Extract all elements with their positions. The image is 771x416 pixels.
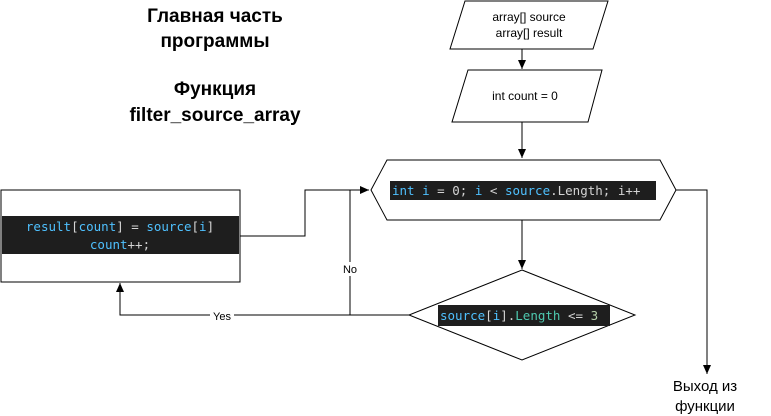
- edge-yes-label: Yes: [213, 311, 231, 323]
- cond-br2: ].: [500, 308, 515, 323]
- act-count: count: [79, 219, 117, 234]
- loop-var-i: i: [422, 183, 430, 198]
- init-block: int count = 0: [451, 69, 603, 123]
- cond-num: 3: [591, 308, 599, 323]
- io-block: array[] source array[] result: [449, 0, 609, 50]
- act-br3: [: [192, 219, 200, 234]
- edge-action-to-loop: [240, 186, 369, 237]
- loop-var-i2: i: [475, 183, 483, 198]
- act-source: source: [146, 219, 191, 234]
- loop-code: int i = 0; i < source.Length; i++: [392, 183, 640, 198]
- edge-yes: [116, 283, 409, 316]
- action-code-line2: count++;: [90, 237, 150, 252]
- loop-lt: <: [490, 183, 498, 198]
- edge-exit: [676, 189, 711, 374]
- act-result: result: [26, 219, 71, 234]
- act-count2: count: [90, 237, 128, 252]
- cond-le: <=: [568, 308, 583, 323]
- io-line-source: array[] source: [492, 10, 566, 24]
- cond-source: source: [440, 308, 485, 323]
- loop-kw-int: int: [392, 183, 415, 198]
- cond-br1: [: [485, 308, 493, 323]
- header-function-label: Функция: [174, 79, 256, 100]
- header-function-name: filter_source_array: [129, 105, 301, 126]
- io-line-result: array[] result: [496, 26, 563, 40]
- loop-block: int i = 0; i < source.Length; i++: [370, 159, 677, 221]
- exit-line1: Выход из: [673, 378, 737, 395]
- act-inc: ++;: [128, 237, 151, 252]
- header-title-line1: Главная часть: [147, 6, 283, 27]
- header-title-line2: программы: [160, 31, 269, 52]
- act-i: i: [199, 219, 207, 234]
- exit-line2: функции: [675, 398, 735, 415]
- condition-block: source[i].Length <= 3: [407, 269, 637, 361]
- edge-no-label: No: [343, 264, 357, 276]
- loop-source: source: [505, 183, 550, 198]
- cond-i: i: [493, 308, 501, 323]
- action-code-line1: result[count] = source[i]: [26, 219, 214, 234]
- condition-code: source[i].Length <= 3: [440, 308, 598, 323]
- loop-inc: i++: [618, 183, 641, 198]
- loop-length: .Length;: [550, 183, 610, 198]
- act-br4: ]: [207, 219, 215, 234]
- act-br1: [: [71, 219, 79, 234]
- loop-eq-zero: = 0;: [437, 183, 467, 198]
- act-br2: ] =: [116, 219, 139, 234]
- cond-length: Length: [515, 308, 560, 323]
- action-block: result[count] = source[i] count++;: [0, 189, 241, 283]
- init-text: int count = 0: [492, 89, 558, 103]
